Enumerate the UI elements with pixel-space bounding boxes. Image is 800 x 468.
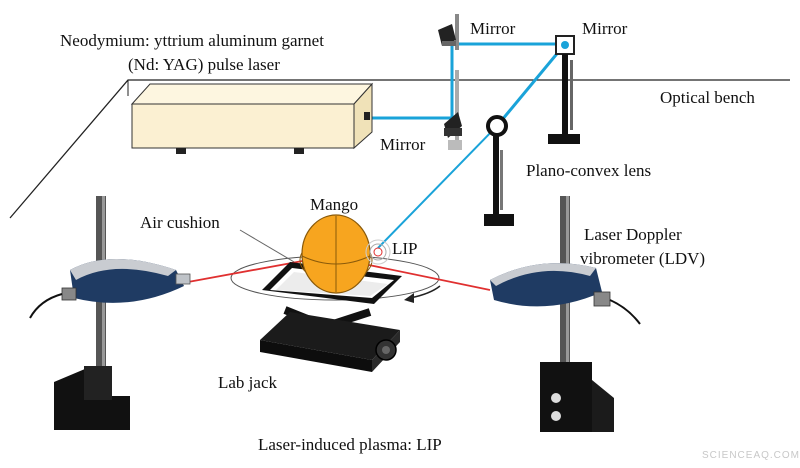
mirror-bottom [444, 70, 462, 150]
ndyag-laser [130, 82, 374, 154]
ldv-label-line1: Laser Doppler [584, 225, 682, 244]
ldv-left [29, 196, 191, 430]
mirror-bottom-label: Mirror [380, 135, 426, 154]
optical-bench [9, 79, 790, 219]
lip-label: LIP [392, 239, 418, 258]
mirror-right [548, 35, 580, 144]
optical-bench-label: Optical bench [660, 88, 755, 107]
mirror-top [438, 14, 459, 50]
lip-plasma-icon [365, 239, 391, 265]
laser-label-line2: (Nd: YAG) pulse laser [128, 55, 280, 74]
mango-label: Mango [310, 195, 358, 214]
ldv-label-line2: vibrometer (LDV) [580, 249, 705, 268]
mango [299, 214, 373, 294]
caption: Laser-induced plasma: LIP [258, 435, 442, 454]
air-cushion-label: Air cushion [140, 213, 220, 232]
laser-label-line1: Neodymium: yttrium aluminum garnet [60, 31, 324, 50]
mirror-top-label: Mirror [470, 19, 516, 38]
ldv-right [490, 196, 641, 432]
lab-jack-label: Lab jack [218, 373, 277, 392]
mirror-right-label: Mirror [582, 19, 628, 38]
plano-convex-lens [484, 115, 514, 226]
laser-beam-path [368, 42, 567, 249]
watermark: SCIENCEAQ.COM [702, 450, 800, 461]
lens-label: Plano-convex lens [526, 161, 651, 180]
ldv-beams [187, 259, 491, 291]
